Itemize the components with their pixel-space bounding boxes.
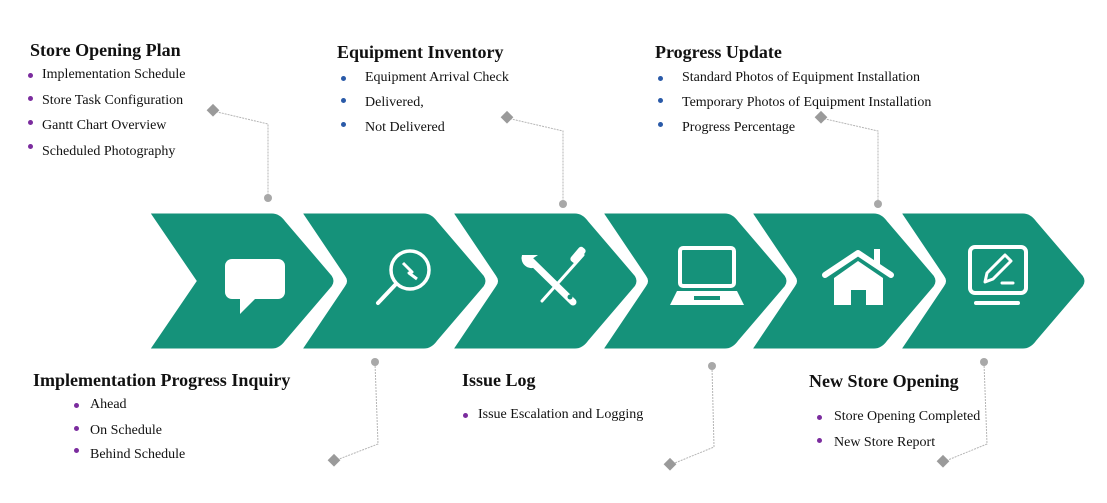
list-item: Gantt Chart Overview	[28, 118, 193, 144]
block-title: Implementation Progress Inquiry	[33, 370, 291, 390]
chevron-step-4	[601, 210, 790, 352]
bullet-icon	[74, 426, 79, 431]
list-item: Scheduled Photography	[28, 144, 193, 170]
bullet-icon	[341, 98, 346, 103]
bullet-icon	[28, 120, 33, 125]
bullet-icon	[74, 403, 79, 408]
chevron-step-3	[451, 210, 640, 352]
bullet-icon	[28, 144, 33, 149]
block-title: Issue Log	[462, 370, 536, 390]
list-item: Behind Schedule	[74, 447, 347, 471]
bullet-icon	[463, 413, 468, 418]
bullet-icon	[658, 76, 663, 81]
speech-bubble-icon	[225, 259, 285, 314]
bullet-icon	[341, 76, 346, 81]
list-item: Store Opening Completed	[817, 409, 984, 435]
tools-icon	[521, 246, 586, 306]
chevron-step-6	[899, 210, 1088, 352]
bullet-icon	[341, 122, 346, 127]
list-item: Progress Percentage	[658, 120, 931, 145]
list-item: Issue Escalation and Logging	[463, 407, 643, 431]
bullet-icon	[28, 73, 33, 78]
bullet-icon	[74, 448, 79, 453]
connector-4-diamond	[327, 453, 341, 467]
block-title: Progress Update	[655, 42, 782, 62]
issue-log-block: Issue Log Issue Escalation and Logging	[462, 370, 643, 431]
connector-4-dot	[371, 358, 379, 366]
magnifier-icon	[376, 249, 431, 305]
implementation-progress-inquiry-block: Implementation Progress Inquiry Ahead On…	[33, 370, 290, 471]
bullet-icon	[658, 98, 663, 103]
monitor-edit-icon	[968, 245, 1028, 305]
block-title: Store Opening Plan	[30, 40, 181, 60]
block-title: New Store Opening	[809, 371, 959, 391]
bullet-icon	[658, 122, 663, 127]
list-item: Delivered,	[341, 95, 532, 120]
new-store-opening-block: New Store Opening Store Opening Complete…	[809, 371, 980, 459]
equipment-inventory-block: Equipment Inventory Equipment Arrival Ch…	[337, 42, 509, 145]
connector-1	[212, 110, 269, 197]
connector-5	[669, 366, 715, 466]
laptop-icon	[670, 246, 744, 305]
list-item: Not Delivered	[341, 120, 532, 145]
list-item: New Store Report	[817, 435, 984, 459]
connector-5-diamond	[663, 457, 677, 471]
house-icon	[822, 249, 894, 305]
list-item: Store Task Configuration	[28, 93, 193, 118]
connector-6	[942, 362, 988, 463]
list-item: Temporary Photos of Equipment Installati…	[658, 95, 931, 120]
list-item: Equipment Arrival Check	[341, 70, 532, 95]
connector-2	[506, 117, 564, 203]
progress-update-block: Progress Update Standard Photos of Equip…	[655, 42, 931, 145]
store-opening-plan-block: Store Opening Plan Implementation Schedu…	[28, 40, 185, 170]
connector-2-dot	[559, 200, 567, 208]
connector-6-dot	[980, 358, 988, 366]
connector-1-diamond	[206, 103, 220, 117]
list-item: On Schedule	[74, 423, 347, 447]
list-item: Standard Photos of Equipment Installatio…	[658, 70, 931, 95]
block-title: Equipment Inventory	[337, 42, 504, 62]
connector-4	[333, 362, 379, 462]
bullet-icon	[28, 96, 33, 101]
list-item: Ahead	[74, 397, 347, 423]
connector-5-dot	[708, 362, 716, 370]
list-item: Implementation Schedule	[28, 67, 193, 93]
bullet-icon	[817, 438, 822, 443]
bullet-icon	[817, 415, 822, 420]
connector-3-dot	[874, 200, 882, 208]
connector-2-diamond	[500, 110, 514, 124]
connector-3	[820, 117, 879, 203]
connector-1-dot	[264, 194, 272, 202]
